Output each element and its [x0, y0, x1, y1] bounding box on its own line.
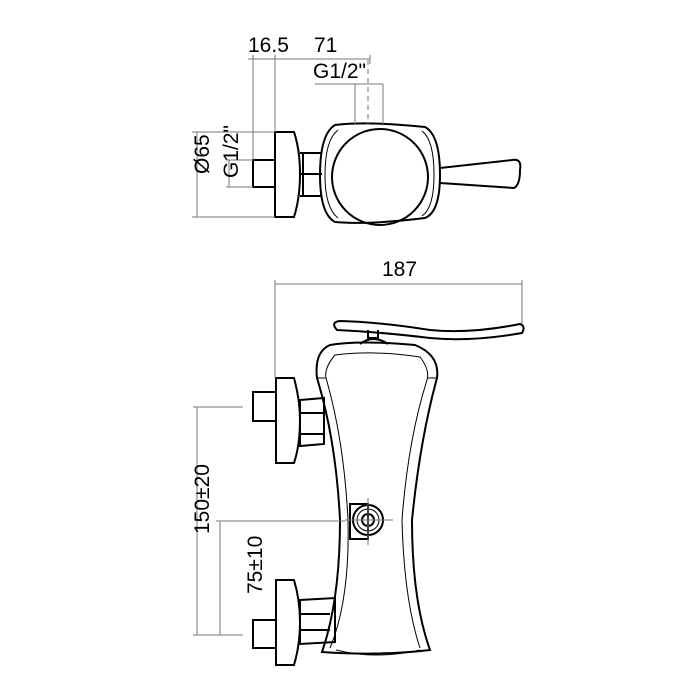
upper-nut	[299, 396, 325, 448]
top-body	[318, 122, 442, 224]
dim-diameter-65: Ø65	[191, 134, 214, 174]
top-connector	[300, 152, 322, 197]
lower-inlet-nipple	[252, 619, 277, 649]
upper-inlet-nipple	[252, 391, 277, 422]
lower-flange	[275, 579, 302, 666]
dim-top-thread: G1/2"	[313, 60, 366, 83]
body	[315, 341, 439, 655]
dim-side-thread: G1/2"	[220, 125, 243, 178]
lever-handle	[333, 319, 525, 341]
lower-nut	[299, 596, 336, 646]
upper-flange	[275, 377, 302, 464]
dim-187: 187	[382, 258, 417, 281]
top-flange	[274, 131, 302, 218]
front-view: 187 150±20 75±10	[191, 258, 525, 666]
body-inner	[325, 352, 429, 649]
top-inlet-nipple	[252, 159, 276, 188]
top-view: 16.5 71 G1/2" Ø65 G1/2"	[191, 34, 522, 226]
top-handle	[439, 158, 522, 190]
dim-150-20: 150±20	[191, 464, 214, 534]
top-cartridge-circle	[331, 128, 429, 226]
dim-16-5: 16.5	[248, 34, 289, 57]
dim-71: 71	[314, 34, 337, 57]
dim-75-10: 75±10	[244, 536, 267, 594]
body-details	[317, 377, 437, 656]
top-body-inner	[324, 129, 435, 219]
